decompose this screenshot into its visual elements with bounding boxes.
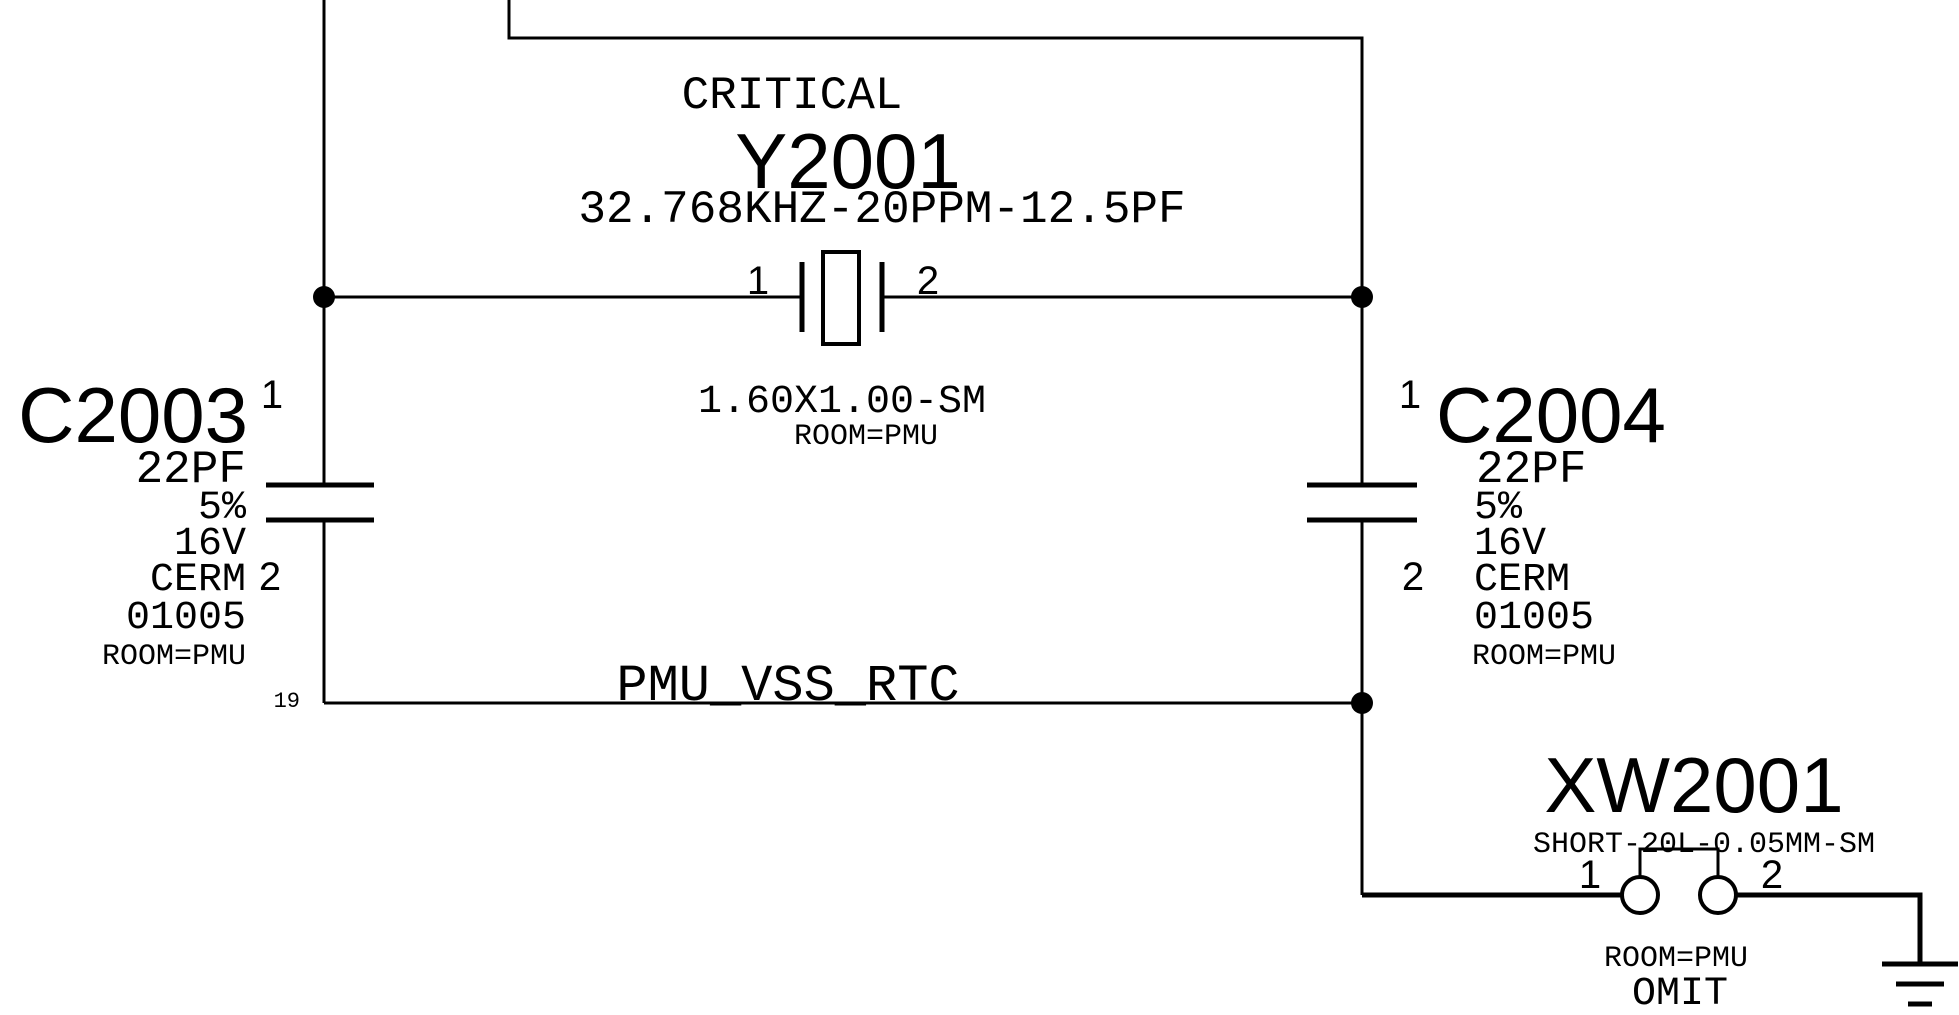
crystal-critical-label: CRITICAL — [682, 70, 903, 122]
crystal-refdes: Y2001 — [735, 117, 961, 205]
cap-left-voltage: 16V — [174, 522, 246, 567]
crystal-icon — [799, 250, 885, 346]
junction-dot — [1351, 286, 1373, 308]
cap-right-value: 22PF — [1476, 444, 1586, 496]
cap-left-room: ROOM=PMU — [102, 640, 246, 674]
cap-right-pin2: 2 — [1402, 555, 1424, 599]
crystal-pin1: 1 — [747, 259, 769, 303]
short-room: ROOM=PMU — [1604, 942, 1748, 976]
capacitor-icon-right — [1307, 482, 1417, 523]
cap-right-refdes: C2004 — [1436, 371, 1666, 459]
short-refdes: XW2001 — [1544, 741, 1843, 829]
net-pin-number: 19 — [274, 689, 300, 714]
junction-dot — [1351, 692, 1373, 714]
cap-left-value: 22PF — [136, 444, 246, 496]
cap-left-pin2: 2 — [259, 555, 281, 599]
top-wire — [507, 0, 1364, 485]
cap-left-tolerance: 5% — [198, 486, 247, 531]
short-pin2: 2 — [1761, 853, 1783, 897]
cap-right-room: ROOM=PMU — [1472, 640, 1616, 674]
crystal-package: 1.60X1.00-SM — [698, 380, 986, 425]
short-jumper-icon — [1620, 847, 1738, 915]
capacitor-icon-left — [266, 482, 374, 523]
short-value: SHORT-20L-0.05MM-SM — [1533, 828, 1875, 862]
net-label: PMU_VSS_RTC — [616, 657, 959, 716]
cap-left-dielectric: CERM — [150, 558, 246, 603]
cap-left-pin1: 1 — [261, 373, 283, 417]
short-omit: OMIT — [1632, 972, 1728, 1015]
crystal-value: 32.768KHZ-20PPM-12.5PF — [578, 184, 1185, 236]
crystal-room: ROOM=PMU — [794, 420, 938, 454]
ground-icon — [1882, 961, 1958, 1007]
cap-right-dielectric: CERM — [1474, 558, 1570, 603]
short-right-wire — [1728, 892, 1923, 962]
junction-dot — [313, 286, 335, 308]
cap-left-refdes: C2003 — [18, 371, 248, 459]
cap-right-tolerance: 5% — [1474, 486, 1523, 531]
crystal-pin2: 2 — [917, 259, 939, 303]
cap-right-voltage: 16V — [1474, 522, 1546, 567]
short-pin1: 1 — [1579, 853, 1601, 897]
cap-right-pin1: 1 — [1399, 373, 1421, 417]
cap-right-package: 01005 — [1474, 596, 1594, 641]
cap-left-package: 01005 — [126, 596, 246, 641]
